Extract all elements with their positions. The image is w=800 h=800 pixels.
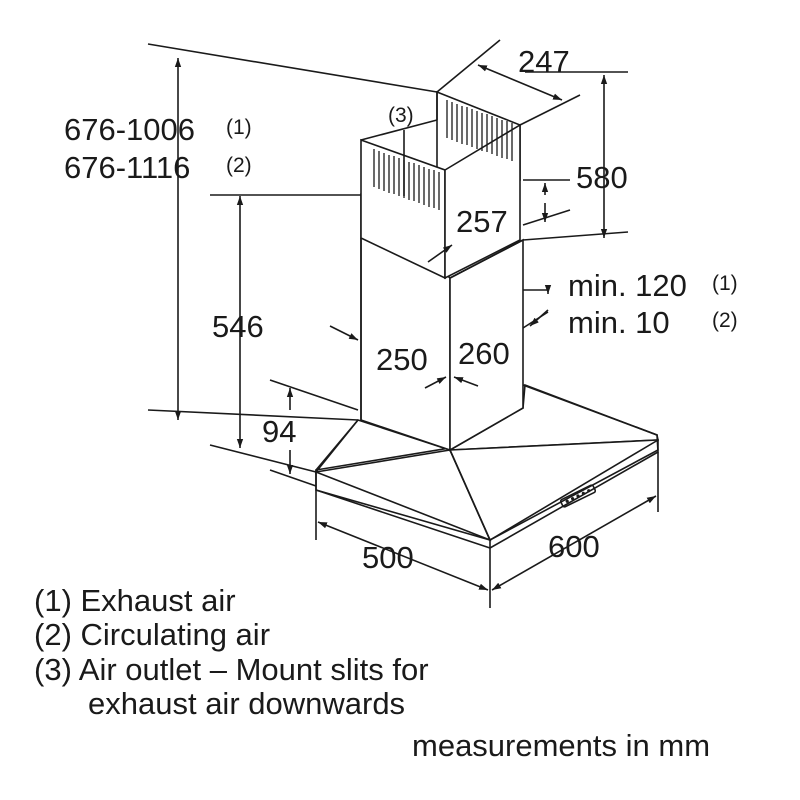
depth-label: 500 — [362, 540, 414, 575]
total-height-label-2: 676-1116 — [64, 150, 190, 185]
legend-item-air-outlet: (3) Air outlet – Mount slits for — [34, 652, 429, 687]
chimney-joint — [449, 239, 524, 279]
inner-chimney-width-label: 257 — [456, 204, 508, 239]
hood-body — [315, 90, 659, 549]
depth-dimension — [317, 521, 489, 591]
width-dimension — [491, 495, 657, 591]
canopy-height-label: 94 — [262, 414, 296, 449]
legend-item-circulating-air: (2) Circulating air — [34, 617, 270, 652]
units-note: measurements in mm — [412, 728, 710, 763]
outer-chimney-height-label: 580 — [576, 160, 628, 195]
dimension-labels: 676-1006 (1) 676-1116 (2) 546 94 247 580… — [64, 44, 738, 575]
clearance-note-1: (1) — [712, 272, 738, 295]
chimney-depth-label: 250 — [376, 342, 428, 377]
clearance-note-2: (2) — [712, 309, 738, 332]
outlet-marker-label: (3) — [388, 104, 414, 127]
total-height-note-1: (1) — [226, 116, 252, 139]
clearance-label-1: min. 120 — [568, 268, 687, 303]
outer-chimney-width-dimension — [477, 64, 563, 101]
dimension-lines — [147, 39, 659, 608]
chimney-height-label: 546 — [212, 309, 264, 344]
width-label: 600 — [548, 529, 600, 564]
canopy-edge — [315, 419, 359, 490]
total-height-note-2: (2) — [226, 154, 252, 177]
upper-chimney-top-edge — [360, 119, 438, 141]
legend-item-exhaust-air: (1) Exhaust air — [34, 583, 236, 618]
outer-chimney-width-label: 247 — [518, 44, 570, 79]
air-outlet-slits-back — [446, 100, 513, 161]
legend: (1) Exhaust air (2) Circulating air (3) … — [34, 583, 429, 721]
clearance-label-2: min. 10 — [568, 305, 670, 340]
legend-item-air-outlet-continued: exhaust air downwards — [88, 686, 405, 721]
total-height-label-1: 676-1006 — [64, 112, 195, 147]
upper-chimney-side-face — [444, 123, 521, 280]
chimney-width-label: 260 — [458, 336, 510, 371]
